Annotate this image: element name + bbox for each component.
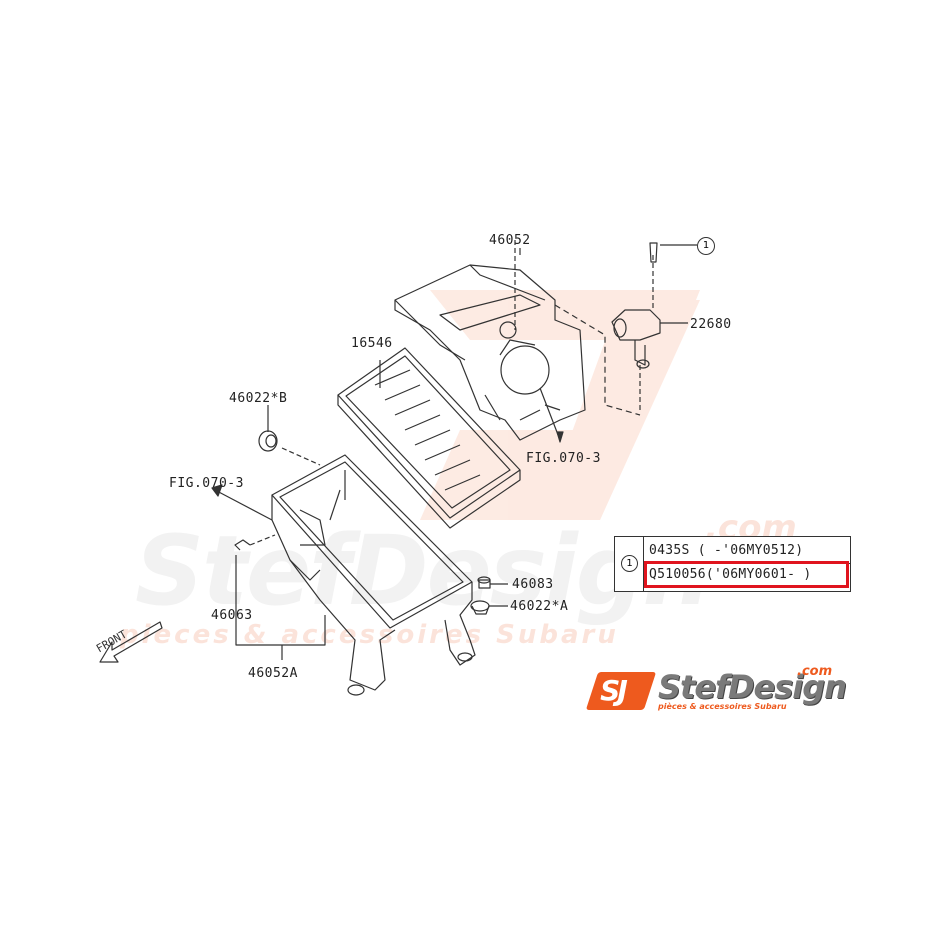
sensor-22680 bbox=[611, 242, 697, 412]
label-fig-070-3-upper: FIG.070-3 bbox=[526, 451, 601, 466]
legend-row-0435s: 0435S ( -'06MY0512) bbox=[649, 543, 804, 558]
logo-mark: SJ bbox=[585, 672, 657, 710]
label-22680: 22680 bbox=[690, 317, 732, 332]
legend-marker: 1 bbox=[621, 555, 638, 572]
clip-46083-46022a bbox=[470, 576, 508, 615]
stefdesign-logo: SJ StefDesign .com pièces & accessoires … bbox=[585, 664, 847, 713]
front-arrow bbox=[99, 621, 163, 663]
logo-name: StefDesign bbox=[658, 668, 847, 706]
callout-marker-1: 1 bbox=[697, 237, 715, 255]
label-16546: 16546 bbox=[351, 336, 393, 351]
highlight-box bbox=[644, 561, 849, 588]
watermark-tagline: pieces & accessoires Subaru bbox=[120, 620, 619, 650]
logo-tagline: pièces & accessoires Subaru bbox=[658, 702, 787, 711]
label-46022b: 46022*B bbox=[229, 391, 288, 406]
label-46063: 46063 bbox=[211, 608, 253, 623]
label-46022a: 46022*A bbox=[510, 599, 569, 614]
logo-domain: .com bbox=[797, 664, 833, 679]
label-fig-070-3-left: FIG.070-3 bbox=[169, 476, 244, 491]
legend-marker-cell: 1 bbox=[615, 537, 644, 591]
label-46052a: 46052A bbox=[248, 666, 298, 681]
watermark-logo-shape bbox=[420, 290, 700, 520]
upper-case-46052 bbox=[394, 240, 641, 443]
legend-table: 1 0435S ( -'06MY0512) Q510056('06MY0601-… bbox=[614, 536, 851, 592]
legend-row-q510056: Q510056('06MY0601- ) bbox=[649, 567, 812, 582]
lower-case-46052a bbox=[211, 454, 476, 696]
grommet-46022b bbox=[258, 405, 321, 466]
label-46083: 46083 bbox=[512, 577, 554, 592]
line-art bbox=[99, 240, 697, 696]
label-46052: 46052 bbox=[489, 233, 531, 248]
filter-16546 bbox=[337, 347, 521, 529]
